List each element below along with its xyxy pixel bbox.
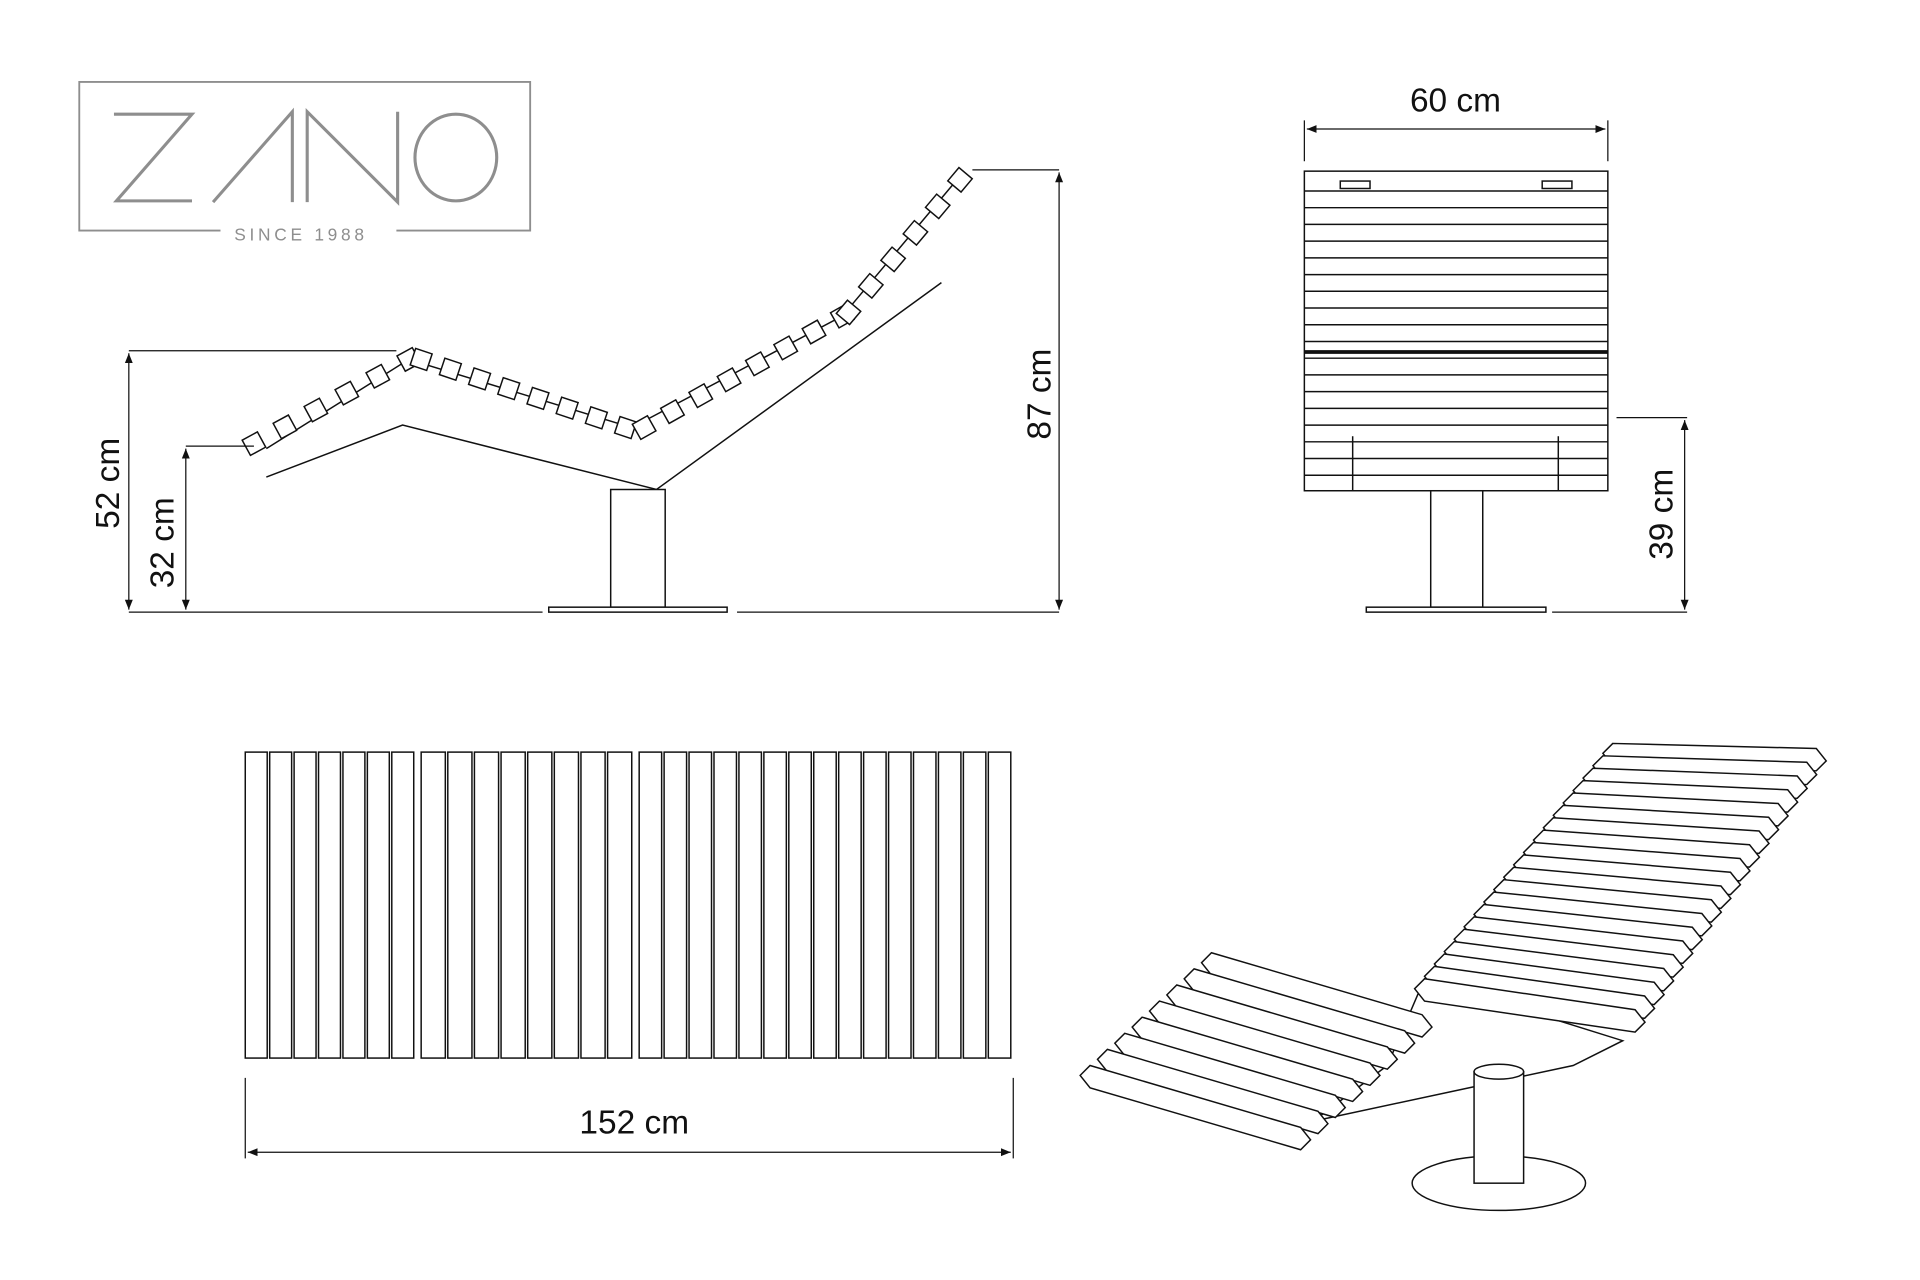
slat [946, 166, 974, 194]
zano-logo: SINCE 1988 [78, 81, 532, 245]
slat [835, 299, 862, 326]
slat [1183, 968, 1416, 1054]
slat [687, 382, 714, 409]
slat [555, 396, 580, 421]
slat [937, 751, 962, 1059]
slat [837, 751, 862, 1059]
slat [1131, 1016, 1364, 1103]
slat [713, 751, 738, 1059]
slat [772, 335, 799, 361]
front-view: 60 cm 39 cm [1303, 83, 1689, 613]
slat [962, 751, 987, 1059]
slat [638, 751, 663, 1059]
dim-52cm: 52 cm [90, 438, 127, 529]
slat [857, 272, 885, 300]
slat [744, 351, 771, 377]
slat [862, 751, 887, 1059]
dim-87cm: 87 cm [1021, 349, 1058, 440]
slat [813, 751, 837, 1059]
slat [631, 414, 657, 441]
slat [738, 751, 763, 1059]
side-slats [241, 166, 974, 457]
slat [716, 366, 742, 393]
slat [763, 751, 788, 1059]
slat [365, 363, 391, 390]
slat [879, 246, 907, 273]
dim-32cm: 32 cm [144, 497, 181, 588]
slat [268, 751, 293, 1059]
slat [912, 751, 937, 1059]
slat [409, 347, 434, 372]
slat [317, 751, 342, 1059]
slat [553, 751, 580, 1059]
slat [887, 751, 912, 1059]
slat [473, 751, 500, 1059]
slat [1113, 1032, 1347, 1119]
slat [342, 751, 366, 1059]
slat [272, 414, 298, 440]
slat [987, 751, 1012, 1059]
slat [241, 430, 267, 457]
slat [500, 751, 526, 1059]
slat [303, 397, 329, 423]
slat [526, 386, 550, 411]
slat [688, 751, 713, 1059]
slat [663, 751, 688, 1059]
slat [1148, 1000, 1381, 1087]
slat [391, 751, 415, 1059]
slat [580, 751, 606, 1059]
slat [606, 751, 633, 1059]
slat [924, 193, 951, 220]
top-view: 152 cm [244, 751, 1014, 1159]
slat [584, 405, 609, 430]
slat [467, 366, 492, 391]
slat [244, 751, 268, 1059]
dim-60cm: 60 cm [1410, 83, 1501, 120]
slat [334, 380, 360, 406]
slat [293, 751, 317, 1059]
slat [496, 376, 521, 401]
slat [659, 398, 686, 425]
slat [613, 415, 638, 440]
dim-39cm: 39 cm [1643, 469, 1680, 560]
slat [788, 751, 813, 1059]
slat [438, 357, 463, 382]
slat [1165, 984, 1399, 1071]
logo-tagline: SINCE 1988 [234, 225, 367, 245]
slat [902, 219, 929, 247]
slat [1200, 951, 1433, 1038]
slat [1413, 977, 1647, 1033]
iso-view [1079, 742, 1828, 1212]
slat [1096, 1048, 1329, 1135]
slat [526, 751, 553, 1059]
slat [447, 751, 473, 1059]
slat [801, 319, 827, 345]
slat [1079, 1064, 1312, 1151]
slat [366, 751, 391, 1059]
side-view: 52 cm 32 cm 87 cm [90, 166, 1064, 613]
dim-152cm: 152 cm [579, 1105, 689, 1142]
slat [420, 751, 447, 1059]
